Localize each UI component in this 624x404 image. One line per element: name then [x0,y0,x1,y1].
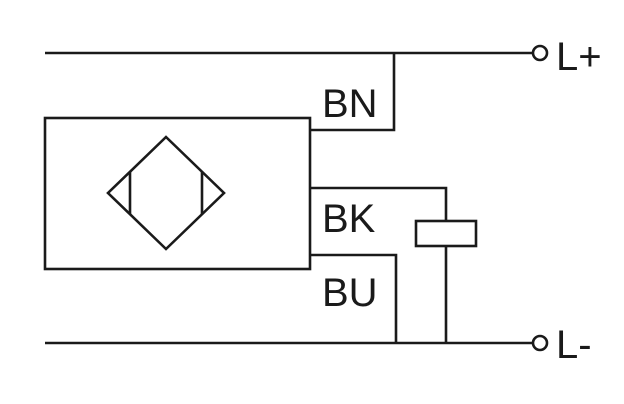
negative-terminal [531,334,549,352]
brown-wire-label: BN [322,82,378,126]
brown-wire [310,53,396,132]
negative-terminal-label: L- [556,323,592,367]
load-element [414,219,478,248]
sensor-body [43,116,312,271]
positive-terminal-label: L+ [556,35,602,79]
blue-wire [310,253,398,343]
black-wire [310,186,448,221]
positive-terminal [531,44,549,62]
inductive-sensor-symbol-icon [106,135,226,251]
blue-wire-label: BU [322,271,378,315]
black-wire-label: BK [322,197,376,241]
